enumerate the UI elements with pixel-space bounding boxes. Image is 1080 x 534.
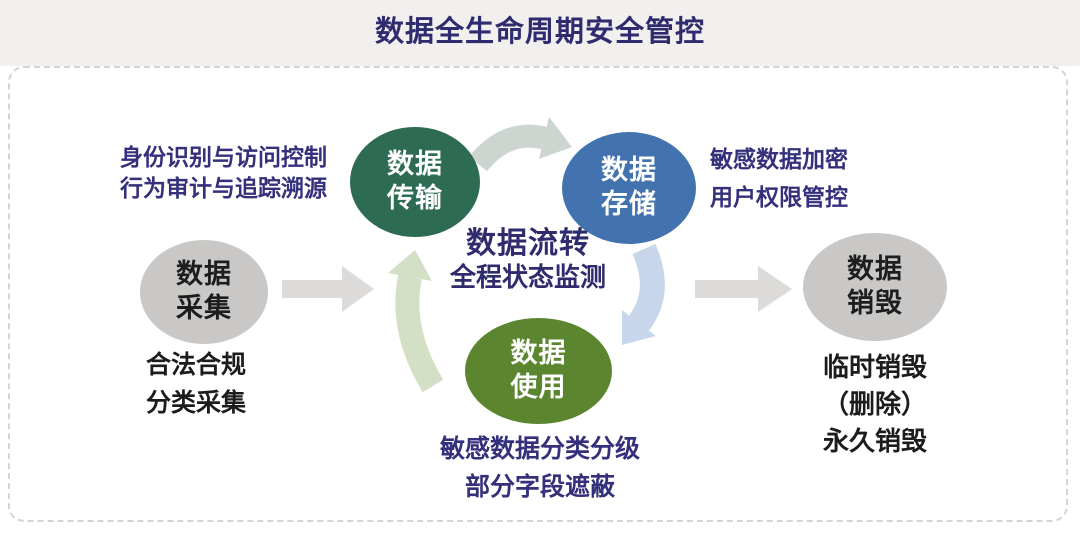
- note-transmission: 身份识别与访问控制 行为审计与追踪溯源: [120, 143, 355, 205]
- cycle-center-subtitle: 全程状态监测: [449, 263, 606, 293]
- note-storage: 敏感数据加密 用户权限管控: [710, 141, 880, 217]
- note-line: 用户权限管控: [710, 185, 848, 211]
- node-label-line: 数据: [510, 338, 567, 369]
- note-line: 临时销毁: [822, 353, 927, 383]
- note-line: 行为审计与追踪溯源: [120, 176, 327, 202]
- node-data-usage: 数据 使用: [465, 318, 612, 424]
- title-band: [0, 0, 1080, 66]
- node-label-line: 数据: [387, 149, 443, 180]
- node-label-line: 存储: [601, 189, 657, 220]
- note-line: 永久销毁: [822, 427, 927, 457]
- cycle-center-title: 数据流转: [466, 226, 590, 261]
- node-data-collection: 数据 采集: [140, 240, 268, 344]
- cycle-center-label: 数据流转 全程状态监测: [408, 226, 648, 294]
- note-collection: 合法合规 分类采集: [121, 346, 271, 422]
- node-label-line: 使用: [510, 372, 567, 403]
- node-label-line: 数据: [601, 155, 657, 186]
- node-data-transmission: 数据 传输: [350, 127, 480, 237]
- node-label-line: 数据: [176, 259, 232, 290]
- node-data-destruction: 数据 销毁: [803, 233, 947, 341]
- note-line: 敏感数据加密: [710, 147, 848, 173]
- node-label-line: 传输: [387, 183, 443, 214]
- node-data-storage: 数据 存储: [562, 132, 696, 244]
- note-line: 敏感数据分类分级: [439, 434, 640, 463]
- node-label-line: 销毁: [847, 288, 903, 319]
- note-line: 身份识别与访问控制: [120, 145, 327, 171]
- node-label-line: 数据: [847, 254, 903, 285]
- node-label-line: 采集: [176, 293, 232, 324]
- note-line: 分类采集: [145, 388, 246, 417]
- note-line: （删除）: [822, 390, 927, 420]
- page-title: 数据全生命周期安全管控: [374, 14, 705, 48]
- note-line: 部分字段遮蔽: [464, 472, 615, 501]
- note-destruction: 临时销毁 （删除） 永久销毁: [785, 350, 965, 461]
- note-line: 合法合规: [145, 350, 246, 379]
- note-usage: 敏感数据分类分级 部分字段遮蔽: [410, 430, 670, 506]
